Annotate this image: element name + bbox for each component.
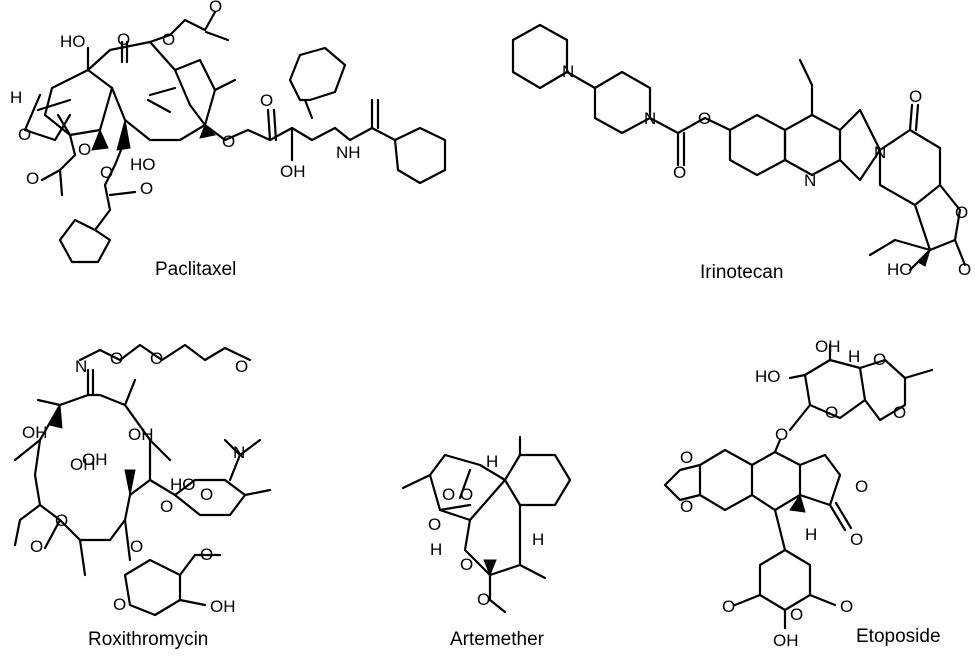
atom-label: O [698, 109, 711, 128]
atom-label: HO [170, 475, 196, 494]
atom-label: O [955, 203, 968, 222]
molecule-artemether: H O O O H H O O Artemether [401, 435, 572, 650]
atom-label: NH [336, 143, 361, 162]
atom-label: O [428, 515, 441, 534]
atom-label: O [26, 169, 39, 188]
caption-artemether: Artemether [450, 629, 545, 650]
atom-label: O [18, 125, 31, 144]
atom-label: O [825, 403, 838, 422]
atom-label: H [848, 347, 860, 366]
atom-label: O [30, 537, 43, 556]
atom-label: OH [22, 423, 48, 442]
molecule-paclitaxel: HO O O O H O O O O HO O O NH O OH Paclit… [10, 0, 447, 280]
atom-label: O [78, 140, 91, 159]
atom-label: O [855, 477, 868, 496]
atom-label: HO [60, 32, 86, 51]
atom-label: O [460, 555, 473, 574]
atom-label: O [110, 349, 123, 368]
atom-label: O [160, 497, 173, 516]
atom-label: O [235, 357, 248, 376]
atom-label: O [873, 350, 886, 369]
atom-label: N [874, 143, 886, 162]
atom-label: O [477, 590, 490, 609]
atom-label: O [150, 349, 163, 368]
molecule-irinotecan: N N O O N N O O O HO Irinotecan [511, 23, 971, 283]
caption-irinotecan: Irinotecan [700, 262, 783, 283]
atom-label: H [10, 88, 22, 107]
atom-label: O [909, 87, 922, 106]
atom-label: O [442, 485, 455, 504]
atom-label: HO [887, 260, 913, 279]
atom-label: O [893, 403, 906, 422]
atom-label: O [55, 511, 68, 530]
atom-label: OH [210, 597, 236, 616]
molecule-roxithromycin: N O O O OH OH OH OH N O HO O O O O O O O… [13, 343, 272, 650]
caption-etoposide: Etoposide [856, 626, 941, 647]
caption-roxithromycin: Roxithromycin [88, 629, 208, 650]
atom-label: O [200, 485, 213, 504]
atom-label: O [117, 30, 130, 49]
atom-label: O [222, 132, 235, 151]
atom-label: O [460, 485, 473, 504]
atom-label: H [532, 530, 544, 549]
atom-label: H [805, 525, 817, 544]
caption-paclitaxel: Paclitaxel [155, 259, 236, 280]
molecule-etoposide: OH HO H O O O O O O O O H O O O OH Etopo… [663, 337, 941, 650]
atom-label: H [430, 540, 442, 559]
atom-label: O [680, 497, 693, 516]
atom-label: O [775, 425, 788, 444]
atom-label: HO [130, 155, 156, 174]
atom-label: N [804, 171, 816, 190]
atom-label: HO [755, 367, 781, 386]
atom-label: O [850, 530, 863, 549]
atom-label: O [130, 537, 143, 556]
atom-label: O [260, 91, 273, 110]
atom-label: O [790, 605, 803, 624]
atom-label: O [958, 260, 971, 279]
atom-label: OH [280, 162, 306, 181]
atom-label: OH [128, 425, 154, 444]
atom-label: N [644, 109, 656, 128]
atom-label: N [233, 443, 245, 462]
atom-label: O [722, 597, 735, 616]
atom-label: OH [70, 455, 96, 474]
atom-label: O [113, 595, 126, 614]
atom-label: H [486, 452, 498, 471]
atom-label: O [209, 0, 222, 16]
atom-label: O [673, 163, 686, 182]
atom-label: O [200, 545, 213, 564]
atom-label: O [100, 163, 113, 182]
atom-label: OH [773, 631, 799, 650]
atom-label: OH [815, 337, 841, 356]
atom-label: O [680, 448, 693, 467]
atom-label: O [162, 30, 175, 49]
atom-label: OH [82, 450, 108, 469]
atom-label: N [75, 357, 87, 376]
atom-label: O [140, 179, 153, 198]
atom-label: N [562, 62, 574, 81]
atom-label: O [840, 597, 853, 616]
